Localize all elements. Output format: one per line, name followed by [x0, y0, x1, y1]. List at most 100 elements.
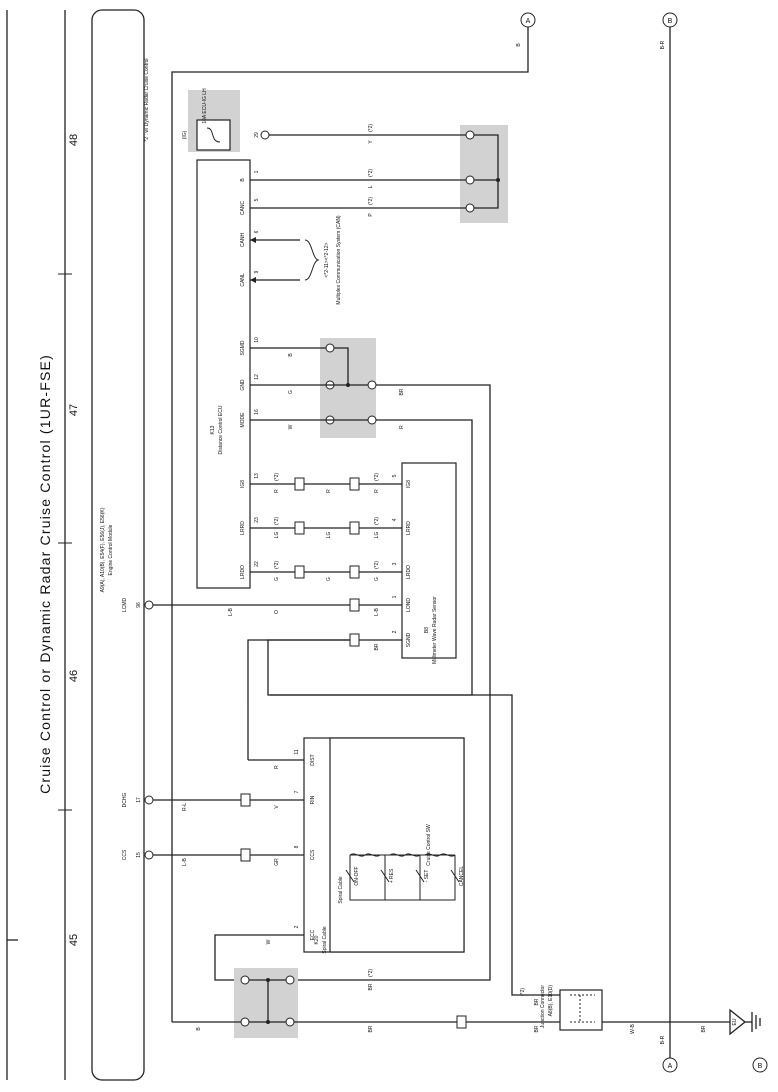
ecu-pin-number: 12: [254, 374, 260, 380]
radar-pin-number: 2: [392, 630, 398, 633]
connector-block[interactable]: [456, 1015, 467, 1029]
splice-dot: [266, 978, 270, 982]
drc-ecu-box: [196, 159, 251, 589]
ecm-pin-dchg[interactable]: 17 DCHG: [122, 793, 154, 808]
ground-icon: EU: [729, 1008, 761, 1036]
ref-a-bottom[interactable]: A: [662, 1057, 678, 1073]
connector-pin[interactable]: [367, 380, 377, 390]
switch-lever: [415, 869, 425, 883]
connector-block[interactable]: [349, 521, 360, 535]
wire-tag: (*2): [374, 517, 380, 525]
wire-color: P: [368, 213, 374, 217]
wire-color: G: [374, 577, 380, 581]
switch-name: Cruise Control SW: [426, 824, 432, 866]
wire-radar-br: [270, 694, 560, 996]
wire-ecc: [214, 934, 304, 981]
connector-pin[interactable]: [285, 1017, 295, 1027]
radar-terminal-label: LRRD: [406, 521, 412, 535]
wire-color: BR: [399, 388, 405, 395]
connector-block[interactable]: [294, 565, 305, 579]
radar-terminal-label: SGND: [406, 632, 412, 647]
can-arrow-icon: [250, 237, 256, 283]
wire-tag: (*2): [368, 197, 374, 205]
ref-a-top[interactable]: A: [520, 12, 536, 28]
connector-block[interactable]: [349, 477, 360, 491]
splice: [334, 347, 349, 385]
connector-pin[interactable]: [240, 975, 250, 985]
page-number: 46: [68, 670, 80, 682]
connector-block[interactable]: [294, 521, 305, 535]
page-number: 45: [68, 934, 80, 946]
wire-tag: (*2): [520, 988, 526, 996]
connector-block[interactable]: [240, 848, 251, 862]
junction-connector-box: [559, 989, 603, 1031]
title-band: [91, 9, 145, 1081]
wire-tag: (*2): [368, 169, 374, 177]
connector-pin[interactable]: [465, 203, 475, 213]
can-label: Multiplex Communication System (CAN): [336, 215, 342, 305]
junction-internal: [570, 994, 595, 1023]
connector-pin[interactable]: [325, 343, 335, 353]
wire-color: L-B: [374, 607, 380, 615]
connector-block[interactable]: [349, 598, 360, 612]
ecu-pin-number: 9: [254, 270, 260, 273]
fuse-icon: [206, 127, 221, 143]
ecu-terminal-label: IG8: [240, 480, 246, 488]
wire-color: B: [196, 1027, 202, 1031]
ecm-pin-lcmd[interactable]: 96 LCMD: [122, 598, 154, 613]
wire-color: R: [274, 765, 280, 769]
connector-block[interactable]: [294, 477, 305, 491]
connector-block[interactable]: [349, 565, 360, 579]
ref-b-top[interactable]: B: [662, 12, 678, 28]
pin-number: 29: [254, 132, 260, 138]
ecu-pin-number: 10: [254, 337, 260, 343]
spiral-pin-number: 7: [294, 790, 300, 793]
wire-color: LG: [274, 532, 280, 539]
wire-color: G: [326, 577, 332, 581]
wire-color: LG: [326, 532, 332, 539]
component-code: K20: [314, 935, 320, 944]
radar-pin-number: 1: [392, 595, 398, 598]
connector-block[interactable]: [240, 793, 251, 807]
connector-block[interactable]: [349, 633, 360, 647]
splice: [474, 134, 499, 209]
wire-color: R: [326, 489, 332, 493]
component-name: Junction Connector: [540, 985, 546, 1028]
wire-color: BR: [534, 1025, 540, 1032]
wire-color: B: [288, 353, 294, 357]
spiral-pin-number: 2: [294, 925, 300, 928]
component-name: Millimeter Wave Radar Sensor: [432, 596, 438, 664]
radar-terminal-label: LRDO: [406, 565, 412, 579]
page-number: 48: [68, 134, 80, 146]
connector-pin[interactable]: [367, 415, 377, 425]
wire-color: W: [288, 424, 294, 429]
component-code: A8(B), E10(D): [548, 985, 554, 1017]
spiral-terminal-label: DIST: [310, 754, 316, 765]
switch-label: + RES: [389, 868, 395, 883]
ref-label: A: [526, 18, 531, 25]
connector-pin[interactable]: [240, 1017, 250, 1027]
spiral-terminal-label: ECC: [310, 929, 316, 940]
wire-tag: (*2): [274, 517, 280, 525]
connector-pin[interactable]: [465, 175, 475, 185]
fuse-pin[interactable]: [260, 130, 270, 140]
ecm-pin-ccs[interactable]: 15 CCS: [122, 849, 154, 860]
ecu-terminal-label: GND: [240, 379, 246, 391]
connector-pin[interactable]: [465, 130, 475, 140]
page-number: 47: [68, 404, 80, 416]
pin-number: 17: [136, 797, 142, 803]
ecm-code: A9(A), A10(B), E54(F), E56(J), E56(K): [100, 507, 106, 592]
wire-tag: (*2): [274, 473, 280, 481]
ground-label: EU: [732, 1018, 738, 1025]
wire-color: L-B: [228, 607, 234, 615]
connector-pin[interactable]: [285, 975, 295, 985]
ref-label: B: [758, 1063, 763, 1070]
ref-b-bottom[interactable]: B: [752, 1057, 768, 1073]
wire-color: O: [274, 610, 280, 614]
wire-color: B-R: [660, 1035, 666, 1044]
pin-number: 96: [136, 602, 142, 608]
fuse-note: (IG): [182, 130, 188, 139]
splice-dot: [496, 178, 500, 182]
